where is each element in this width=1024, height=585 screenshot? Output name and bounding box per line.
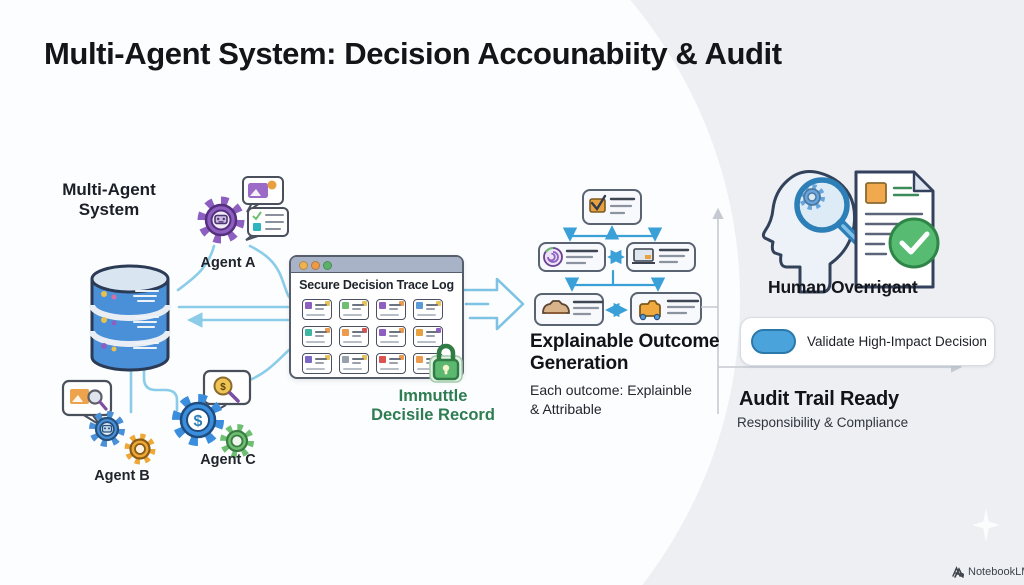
agent-c-gear-icon: $ [172,394,224,446]
connector-lines [129,244,291,414]
immutable-record-caption: Immuttle Decisile Record [353,387,513,425]
trace-record-icon [339,326,369,347]
trace-record-icon [376,353,406,374]
trace-record-icon [376,299,406,320]
window-dot-1 [299,261,308,270]
agent-b-label: Agent B [94,468,150,484]
multi-agent-system-heading: Multi-Agent System [50,180,168,220]
outcome-heading: Explainable Outcome Generation [530,331,720,374]
secure-trace-log-window: Secure Decision Trace Log [289,255,464,379]
agent-b-bubble-icon [61,379,113,426]
trace-log-title: Secure Decision Trace Log [299,278,454,292]
flow-transfer-arrow [460,277,525,331]
flow-node-decision [582,189,642,225]
heading-line-1: Multi-Agent [62,180,156,199]
agent-a-image-bubble-icon [242,176,284,213]
validate-decision-card: Validate High-Impact Decision [740,317,995,366]
trace-record-icon [376,326,406,347]
heading-line-2: System [78,200,140,220]
trace-record-icon [413,299,443,320]
outcome-sub-line-1: Each outcome: Explainble [530,382,692,399]
flow-node-interface [626,242,696,272]
outcome-sub-line-2: & Attribable [530,400,602,417]
flow-node-delivery [534,293,604,326]
database-icon [89,264,171,372]
trace-record-icon [302,299,332,320]
agent-a-label: Agent A [200,255,256,271]
trace-record-grid [302,299,443,374]
window-dot-2 [311,261,320,270]
trace-record-icon [339,299,369,320]
approved-document-icon [854,170,940,289]
outcome-section: Explainable Outcome Generation Each outc… [530,331,730,418]
validate-toggle[interactable] [751,329,796,354]
agent-a-checklist-bubble-icon [245,207,289,241]
audit-trail-heading: Audit Trail Ready [739,388,899,410]
agent-b-gear-2-icon [124,433,156,465]
caption-line-1: Immuttle [398,387,468,405]
svg-text:$: $ [194,413,203,430]
lock-icon [428,340,464,384]
agent-b-gear-icon [89,411,125,447]
agent-c-gear-2-icon [220,424,254,458]
audit-trail-subtext: Responsibility & Compliance [737,415,909,430]
caption-line-2: Decisile Record [371,406,495,425]
flow-node-agent-outcome [630,292,702,325]
agent-c-label: Agent C [200,452,256,468]
trace-record-icon [413,326,443,347]
svg-text:$: $ [220,382,226,393]
audit-flow-lines [701,207,963,414]
human-oversight-icon [761,170,874,294]
trace-record-icon [302,326,332,347]
flowchart-arrows [562,225,666,318]
footer-brand: NotebookLM [952,566,1024,578]
human-oversight-heading: Human Overrigant [768,277,918,297]
window-dot-3 [323,261,332,270]
window-titlebar [291,257,462,273]
flow-node-model [538,242,606,272]
outcome-subtext: Each outcome: Explainble & Attribable [530,381,730,417]
notebook-logo-icon [952,566,964,577]
validate-label: Validate High-Impact Decision [807,334,987,349]
agent-a-gear-icon [197,196,245,244]
trace-record-icon [302,353,332,374]
slide-title: Multi-Agent System: Decision Accounabiit… [44,36,782,71]
footer-brand-text: NotebookLM [968,566,1024,578]
trace-record-icon [339,353,369,374]
